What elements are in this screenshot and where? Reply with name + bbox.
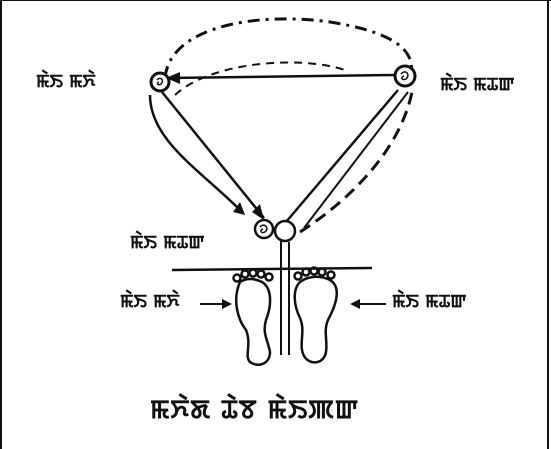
curve-left-outer <box>150 95 240 210</box>
line-right-diagonal-2 <box>304 92 408 228</box>
line-left-diagonal <box>162 92 264 218</box>
ground-line <box>172 268 372 270</box>
dashed-arc-top <box>165 19 412 78</box>
node-top-right <box>395 66 415 86</box>
pointer-foot-right-head <box>350 299 360 309</box>
node-middle-left <box>255 220 273 238</box>
node-middle-right <box>275 221 295 241</box>
label-middle: ꯃꯥꯏ ꯃꯊꯛ <box>130 234 204 252</box>
footprint-left <box>234 270 273 365</box>
node-top-left <box>151 73 169 91</box>
line-right-diagonal <box>286 90 398 222</box>
label-top-right: ꯃꯥꯏ ꯃꯊꯛ <box>440 76 514 94</box>
arrow-top-horizontal <box>168 75 395 78</box>
pointer-foot-left-head <box>222 299 232 309</box>
footprint-right <box>295 268 337 363</box>
label-top-left: ꯃꯥꯏ ꯃꯈꯥ <box>36 73 96 91</box>
label-foot-right: ꯃꯥꯏ ꯃꯊꯛ <box>392 293 466 311</box>
diagram-caption: ꯃꯈꯥꯗ ꯊꯥꯕ ꯃꯥꯏꯄꯛ <box>150 397 359 423</box>
label-foot-left: ꯃꯥꯏ ꯃꯈꯥ <box>120 293 180 311</box>
